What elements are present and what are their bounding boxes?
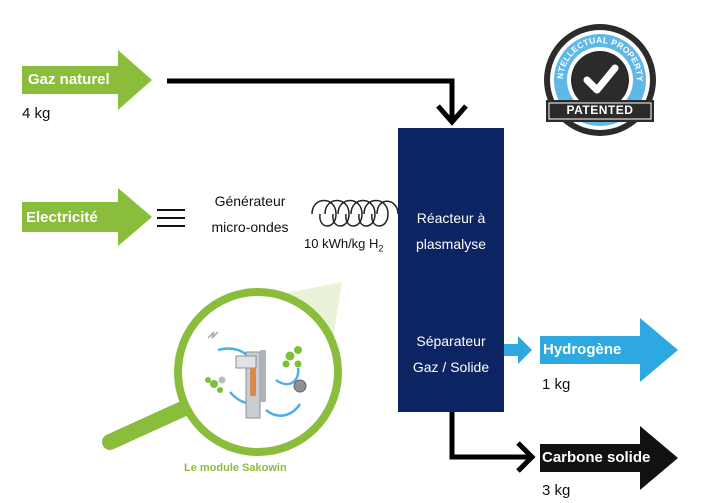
- energy-value: 10 kWh/kg H: [304, 236, 379, 251]
- energy-consumption: 10 kWh/kg H2: [304, 236, 383, 254]
- module-illustration: [205, 331, 307, 419]
- hydrogen-output-arrow: [540, 318, 678, 382]
- hydrogen-connector-arrow: [504, 336, 532, 364]
- reactor-line1: Réacteur à: [416, 210, 486, 226]
- separator-line1: Séparateur: [416, 333, 486, 349]
- reactor-line2: plasmalyse: [415, 236, 487, 252]
- carbon-output-label: Carbone solide: [542, 449, 651, 466]
- gas-flow-line: [167, 78, 468, 126]
- electricity-input-arrow: [22, 188, 152, 246]
- check-icon: [583, 64, 619, 94]
- carbon-quantity: 3 kg: [542, 482, 571, 499]
- microwave-coil-icon: [311, 199, 399, 227]
- energy-subscript: 2: [378, 243, 384, 254]
- gas-input-label: Gaz naturel: [28, 71, 110, 88]
- hydrogen-output-label: Hydrogène: [543, 341, 622, 358]
- separator-label: Séparateur Gaz / Solide: [398, 328, 504, 380]
- generator-line2: micro-ondes: [211, 219, 289, 235]
- separator-line2: Gaz / Solide: [412, 359, 490, 375]
- carbon-output-arrow: [540, 426, 678, 490]
- reactor-block: [398, 128, 504, 412]
- module-caption: Le module Sakowin: [184, 462, 287, 474]
- gas-input-arrow: [22, 50, 152, 110]
- badge-label: PATENTED: [566, 103, 634, 117]
- generator-label: Générateur micro-ondes: [190, 188, 310, 240]
- hydrogen-quantity: 1 kg: [542, 376, 571, 393]
- carbon-flow-line: [449, 412, 536, 473]
- generator-line1: Générateur: [214, 193, 286, 209]
- electricity-input-label: Electricité: [26, 209, 98, 226]
- gas-quantity: 4 kg: [22, 105, 51, 122]
- equivalence-icon: [157, 209, 185, 227]
- reactor-label: Réacteur à plasmalyse: [398, 205, 504, 257]
